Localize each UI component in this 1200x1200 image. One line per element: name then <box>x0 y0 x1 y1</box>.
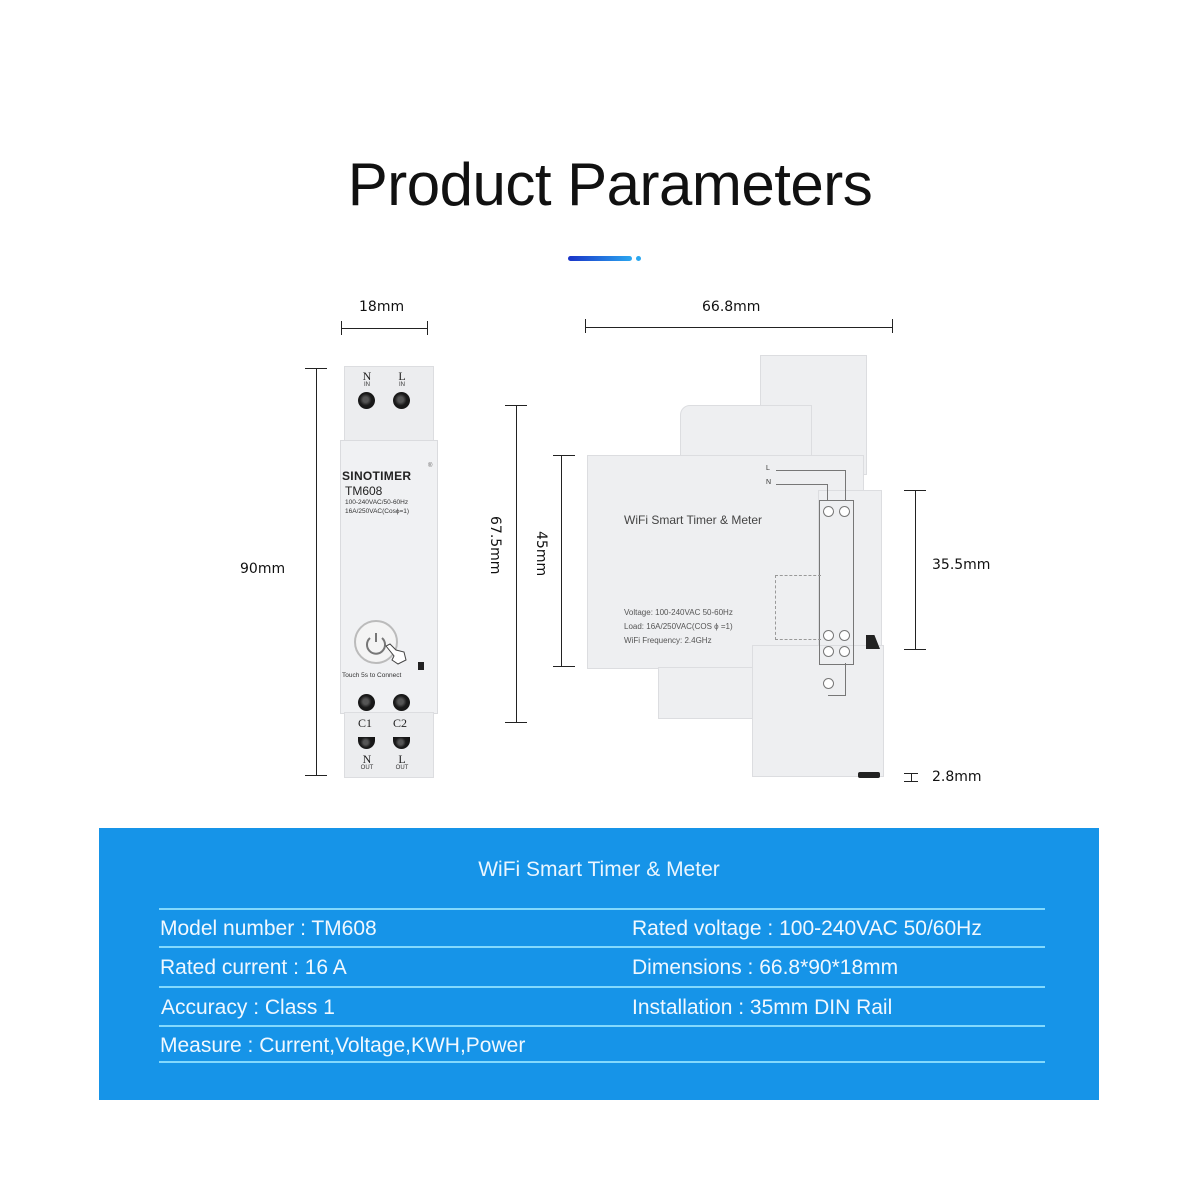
terminal-l-out-sub: OUT <box>395 765 409 771</box>
power-icon <box>366 633 386 655</box>
spec-panel: WiFi Smart Timer & Meter Model number : … <box>99 828 1099 1100</box>
front-device: N IN L IN SINOTIMER ® TM608 100-240VAC/5… <box>340 366 438 778</box>
dim-2-8-line <box>911 773 912 781</box>
spec-panel-title: WiFi Smart Timer & Meter <box>478 858 720 881</box>
title-accent-bar <box>568 256 632 261</box>
terminal-n-out-label: N <box>362 752 372 766</box>
row-divider <box>159 946 1045 948</box>
schematic-terminal-icon <box>823 646 834 657</box>
terminal-l-in-sub: IN <box>399 382 405 388</box>
depth-label: 66.8mm <box>702 299 761 315</box>
width-tick-left <box>341 321 342 335</box>
model-label: TM608 <box>345 484 383 498</box>
spec-dimensions: Dimensions : 66.8*90*18mm <box>632 956 899 979</box>
side-lower-step <box>658 667 765 719</box>
dim-67-tick-top <box>505 405 527 406</box>
touch-power-button <box>354 620 398 664</box>
terminal-n-in-sub: IN <box>364 382 370 388</box>
spec-line-1: 100-240VAC/50-60Hz <box>345 499 409 506</box>
side-spec-voltage: Voltage: 100-240VAC 50-60Hz <box>624 608 733 617</box>
wire-n-drop <box>827 484 828 500</box>
depth-tick-left <box>585 319 586 333</box>
schematic-device-outline <box>819 500 854 665</box>
terminal-l-in-label: L <box>398 369 406 383</box>
side-spec-wifi: WiFi Frequency: 2.4GHz <box>624 636 712 645</box>
spec-measure: Measure : Current,Voltage,KWH,Power <box>160 1034 526 1057</box>
dim-67-tick-bottom <box>505 722 527 723</box>
hand-tap-icon <box>385 643 407 665</box>
schematic-terminal-icon <box>839 506 850 517</box>
spec-accuracy: Accuracy : Class 1 <box>161 996 335 1019</box>
side-spec-load: Load: 16A/250VAC(COS ϕ =1) <box>624 622 733 631</box>
spec-model: Model number : TM608 <box>160 917 377 940</box>
touch-hint: Touch 5s to Connect <box>342 672 402 679</box>
spec-rated-voltage: Rated voltage : 100-240VAC 50/60Hz <box>632 917 982 940</box>
side-face <box>587 455 864 669</box>
height-line <box>316 368 317 776</box>
row-divider <box>159 1061 1045 1063</box>
side-bottom-block <box>752 645 884 777</box>
width-label: 18mm <box>359 299 405 315</box>
wire-load-bottom <box>828 695 846 696</box>
schematic-terminal-icon <box>823 630 834 641</box>
dim-67-label: 67.5mm <box>487 516 503 575</box>
dim-45-tick-top <box>553 455 575 456</box>
schematic-terminal-icon <box>823 506 834 517</box>
dim-45-label: 45mm <box>533 531 549 577</box>
terminal-screw-icon <box>393 737 410 749</box>
dashed-circuit <box>775 575 821 640</box>
dim-35-tick-top <box>904 490 926 491</box>
depth-tick-right <box>892 319 893 333</box>
registered-mark: ® <box>428 463 433 469</box>
wire-l <box>776 470 846 471</box>
width-line <box>341 328 428 329</box>
terminal-c2-label: C2 <box>392 716 407 730</box>
dim-35-line <box>915 490 916 650</box>
dim-35-tick-bottom <box>904 649 926 650</box>
lamp-icon <box>823 678 834 689</box>
row-divider <box>159 986 1045 988</box>
wire-label-n: N <box>766 479 772 486</box>
dim-2-8-label: 2.8mm <box>932 769 982 785</box>
height-tick-bottom <box>305 775 327 776</box>
status-led <box>418 662 424 670</box>
dim-2-8-tick-bottom <box>904 781 918 782</box>
height-tick-top <box>305 368 327 369</box>
din-clip-bottom <box>858 772 880 778</box>
terminal-screw-icon <box>358 392 375 409</box>
terminal-screw-icon <box>358 737 375 749</box>
schematic-terminal-icon <box>839 630 850 641</box>
terminal-screw-icon <box>393 392 410 409</box>
depth-line <box>585 327 893 328</box>
dim-35-label: 35.5mm <box>932 557 991 573</box>
spec-installation: Installation : 35mm DIN Rail <box>632 996 893 1019</box>
page-title: Product Parameters <box>347 151 873 218</box>
terminal-n-in-label: N <box>362 369 372 383</box>
side-product-label: WiFi Smart Timer & Meter <box>624 513 763 527</box>
row-divider <box>159 1025 1045 1027</box>
terminal-c1-label: C1 <box>357 716 372 730</box>
width-tick-right <box>427 321 428 335</box>
dim-45-tick-bottom <box>553 666 575 667</box>
wire-load <box>845 663 846 695</box>
terminal-screw-icon <box>358 694 375 711</box>
dim-45-line <box>561 455 562 667</box>
schematic-terminal-icon <box>839 646 850 657</box>
title-accent-dot <box>636 256 641 261</box>
spec-line-2: 16A/250VAC(Cosϕ=1) <box>345 508 410 515</box>
terminal-l-out-label: L <box>398 752 406 766</box>
height-label: 90mm <box>240 561 286 577</box>
wire-label-l: L <box>766 465 770 472</box>
terminal-n-out-sub: OUT <box>360 765 374 771</box>
dim-67-line <box>516 405 517 723</box>
row-divider <box>159 908 1045 910</box>
brand-name: SINOTIMER <box>342 469 412 483</box>
spec-rated-current: Rated current : 16 A <box>160 956 347 979</box>
terminal-screw-icon <box>393 694 410 711</box>
wire-l-drop <box>845 470 846 500</box>
wire-n <box>776 484 828 485</box>
